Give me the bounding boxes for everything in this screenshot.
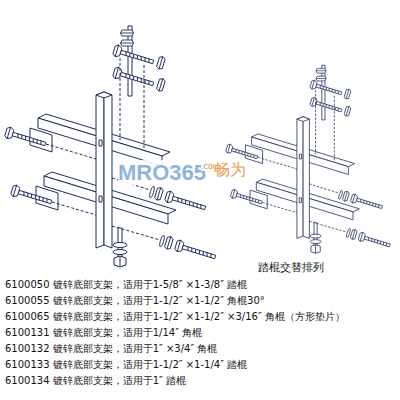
alternate-caption: 踏棍交替排列 <box>258 262 324 275</box>
part-number-line: 6100132 镀锌底部支架，适用于1″ ×3/4″ 角棍 <box>5 343 217 355</box>
part-number-line: 6100131 镀锌底部支架，适用于1/14″ 角棍 <box>5 327 202 339</box>
bracket-assembly <box>4 26 217 267</box>
part-number-line: 6100050 镀锌底部支架，适用于1-5/8″ ×1-3/8″ 踏棍 <box>5 279 247 291</box>
bracket-assembly-alternate <box>225 65 391 253</box>
part-number-line: 6100134 镀锌底部支架，适用于1″ 踏棍 <box>5 375 186 387</box>
part-number-line: 6100055 镀锌底部支架，适用于1-1/2″ ×1-1/2″ 角棍30° <box>5 295 265 307</box>
watermark: MRO365 <box>118 160 206 185</box>
part-number-line: 6100133 镀锌底部支架，适用于1-1/2″ ×1-1/4″ 踏棍 <box>5 359 247 371</box>
part-number-line: 6100065 镀锌底部支架，适用于1-1/2″ ×1-1/2″ ×3/16″ … <box>5 311 345 323</box>
watermark: 畅为 <box>214 161 246 179</box>
